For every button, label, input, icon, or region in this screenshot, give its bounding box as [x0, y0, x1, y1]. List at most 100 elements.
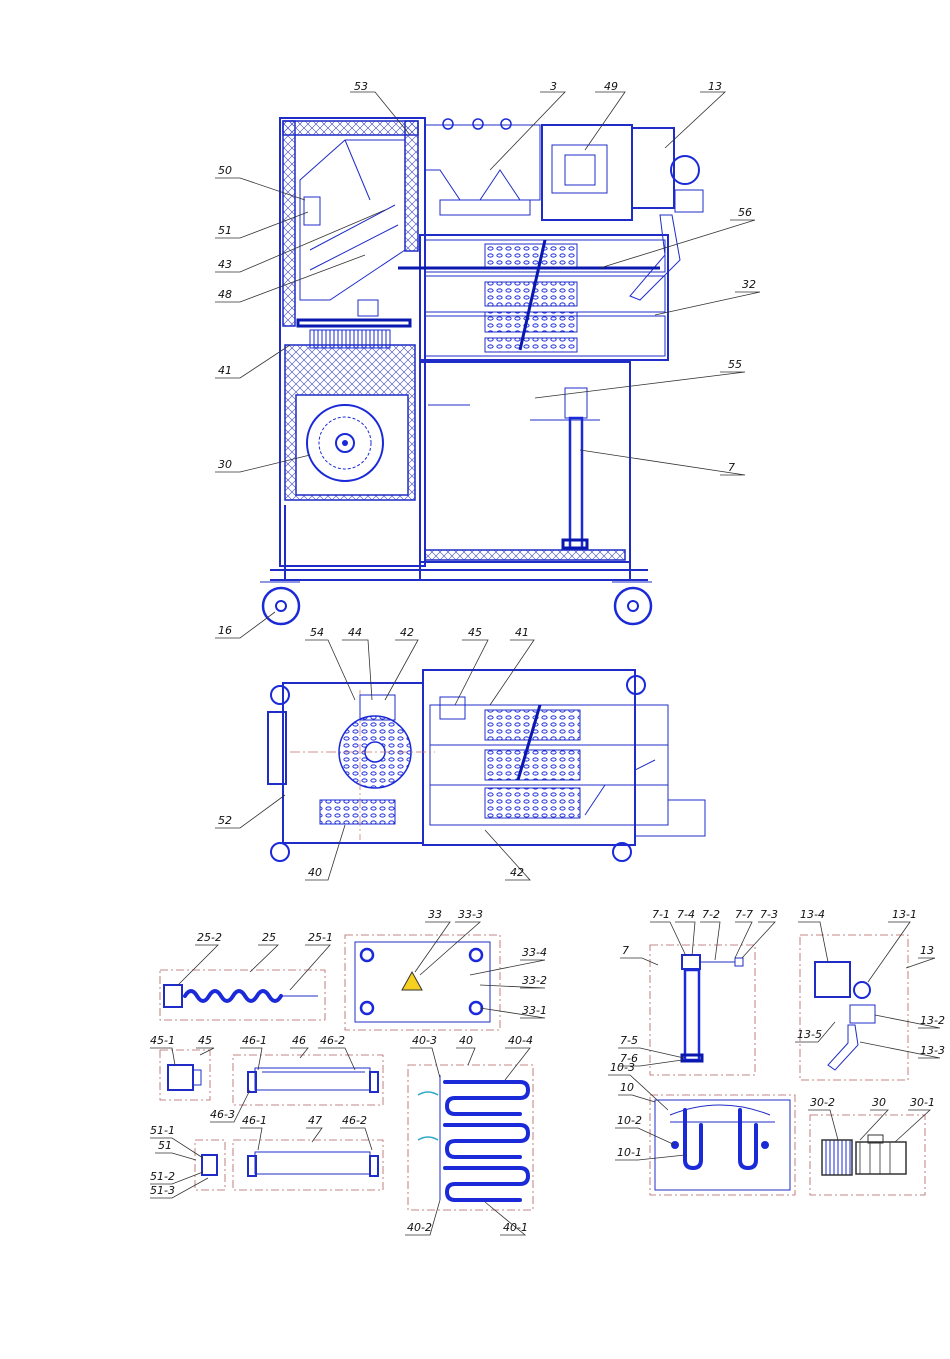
label-42-bottom: 42: [510, 866, 524, 879]
label-7-3: 7-3: [760, 908, 778, 921]
plan-view: [268, 670, 705, 861]
label-7-detail: 7: [622, 944, 629, 957]
label-47: 47: [308, 1114, 322, 1127]
front-view: [260, 118, 703, 624]
label-32: 32: [742, 278, 756, 291]
label-40-3: 40-3: [412, 1034, 437, 1047]
high-voltage-icon: [402, 972, 422, 990]
detail-45: 45-1 45: [150, 1034, 214, 1100]
label-46-1: 46-1: [242, 1034, 267, 1047]
detail-13: 13-4 13-1 13 13-2 13-5 13-3: [795, 908, 945, 1080]
label-10-detail: 10: [620, 1081, 634, 1094]
label-41-plan: 41: [515, 626, 529, 639]
label-51-1: 51-1: [150, 1124, 175, 1137]
terminal-block: [358, 300, 378, 316]
label-48: 48: [218, 288, 232, 301]
label-41: 41: [218, 364, 232, 377]
bottom-insulation: [425, 550, 625, 560]
label-13-3: 13-3: [920, 1044, 945, 1057]
detail-25: 25-2 25 25-1: [160, 931, 333, 1020]
label-43: 43: [218, 258, 232, 271]
label-7-1: 7-1: [652, 908, 670, 921]
label-51: 51: [218, 224, 232, 237]
hopper-3: [425, 119, 540, 215]
label-40-4: 40-4: [508, 1034, 533, 1047]
detail-40: 40-3 40 40-4 40-2 40-1: [405, 1034, 533, 1235]
detail-47: 46-1 47 46-2: [233, 1114, 383, 1190]
label-30-2: 30-2: [810, 1096, 835, 1109]
label-7-5: 7-5: [620, 1034, 638, 1047]
label-33-2: 33-2: [522, 974, 547, 987]
label-45: 45: [468, 626, 482, 639]
label-52: 52: [218, 814, 232, 827]
label-47-46-1: 46-1: [242, 1114, 267, 1127]
label-13-4: 13-4: [800, 908, 825, 921]
label-33-3: 33-3: [458, 908, 483, 921]
label-33-1: 33-1: [522, 1004, 547, 1017]
label-25-2: 25-2: [197, 931, 222, 944]
insulation-right-upper: [405, 121, 418, 251]
label-45-1: 45-1: [150, 1034, 175, 1047]
label-53: 53: [354, 80, 368, 93]
label-10-3: 10-3: [610, 1061, 635, 1074]
insulation-left-upper: [283, 121, 295, 326]
detail-51: 51-1 51 51-2 51-3: [150, 1124, 225, 1198]
control-panel: [304, 197, 320, 225]
control-box-49: [542, 125, 632, 220]
detail-33: 33 33-3 33-4 33-2 33-1: [345, 908, 547, 1030]
label-13-1: 13-1: [892, 908, 917, 921]
wheel-left: [260, 582, 300, 624]
label-33: 33: [428, 908, 442, 921]
label-50: 50: [218, 164, 232, 177]
label-44: 44: [348, 626, 362, 639]
heater-duct: [300, 140, 405, 300]
label-54: 54: [310, 626, 324, 639]
label-7-7: 7-7: [735, 908, 753, 921]
label-47-46-2: 46-2: [342, 1114, 367, 1127]
label-55: 55: [728, 358, 742, 371]
plan-heater-40: [320, 800, 395, 824]
label-13-2: 13-2: [920, 1014, 945, 1027]
label-46-3: 46-3: [210, 1108, 235, 1121]
detail-7: 7-1 7-4 7-2 7-7 7-3 7 7-5 7-6: [618, 908, 778, 1075]
insulation-top: [283, 121, 418, 135]
detail-10: 10-3 10 10-2 10-1: [608, 1061, 795, 1195]
label-46: 46: [292, 1034, 306, 1047]
label-13-5: 13-5: [797, 1028, 822, 1041]
label-45-detail: 45: [198, 1034, 212, 1047]
probe-7: [530, 388, 600, 548]
label-51-2: 51-2: [150, 1170, 175, 1183]
detail-30: 30-2 30 30-1: [808, 1096, 935, 1195]
label-33-4: 33-4: [522, 946, 547, 959]
heater-rail: [298, 320, 410, 326]
detail-46: 46-1 46 46-2 46-3: [210, 1034, 383, 1122]
label-13-detail: 13: [920, 944, 934, 957]
label-49: 49: [604, 80, 618, 93]
label-30: 30: [218, 458, 232, 471]
drive-unit-13: [630, 128, 703, 300]
label-10-1: 10-1: [617, 1146, 642, 1159]
label-7-4: 7-4: [677, 908, 695, 921]
label-25: 25: [262, 931, 276, 944]
label-56: 56: [738, 206, 752, 219]
wheel-right: [612, 582, 652, 624]
label-10-2: 10-2: [617, 1114, 642, 1127]
label-40-1: 40-1: [503, 1221, 528, 1234]
conveyor-block-32: [398, 235, 668, 360]
label-13: 13: [708, 80, 722, 93]
label-40-2: 40-2: [407, 1221, 432, 1234]
label-51-detail: 51: [158, 1139, 172, 1152]
label-42-top: 42: [400, 626, 414, 639]
label-7-2: 7-2: [702, 908, 720, 921]
label-3: 3: [550, 80, 557, 93]
label-7: 7: [728, 461, 735, 474]
label-25-1: 25-1: [308, 931, 333, 944]
heater-fins: [310, 330, 390, 348]
label-30-1: 30-1: [910, 1096, 935, 1109]
label-51-3: 51-3: [150, 1184, 175, 1197]
label-40-detail: 40: [459, 1034, 473, 1047]
lower-chamber: [420, 362, 630, 562]
label-40: 40: [308, 866, 322, 879]
label-30-detail: 30: [872, 1096, 886, 1109]
